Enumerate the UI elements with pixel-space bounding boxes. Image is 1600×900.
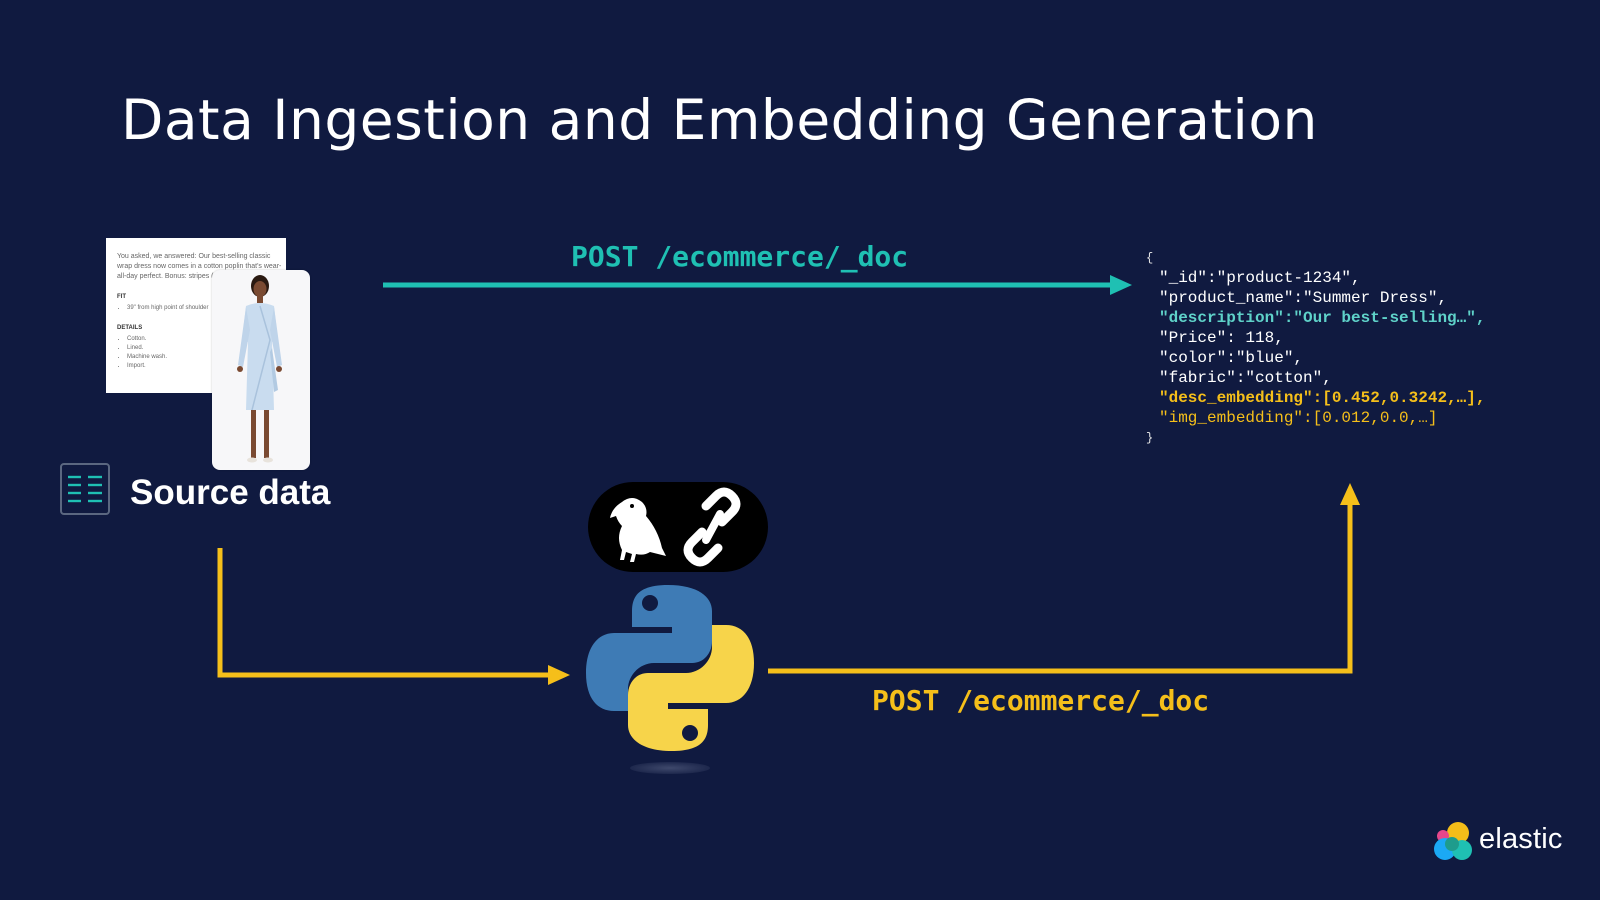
details-heading: DETAILS xyxy=(117,325,143,331)
product-description-text: You asked, we answered: Our best-selling… xyxy=(117,253,282,280)
json-close-brace: } xyxy=(1146,431,1154,445)
json-open-brace: { xyxy=(1146,251,1154,265)
json-fabric-line: "fabric":"cotton", xyxy=(1159,369,1332,387)
list-item: 39" from high point of shoulder xyxy=(127,304,274,313)
elastic-logo-icon xyxy=(1432,820,1476,864)
json-price-line: "Price": 118, xyxy=(1159,329,1284,347)
fit-heading: FIT xyxy=(117,294,126,300)
list-item: Machine wash. xyxy=(127,353,274,362)
list-item: Cotton. xyxy=(127,335,274,344)
yellow-arrow-source-to-python xyxy=(217,548,550,678)
json-name-line: "product_name":"Summer Dress", xyxy=(1159,289,1448,307)
slide-title: Data Ingestion and Embedding Generation xyxy=(121,88,1318,152)
python-logo-icon xyxy=(586,583,754,753)
list-document-icon xyxy=(60,463,110,515)
yellow-arrowhead-python xyxy=(548,665,570,685)
json-desc-embedding-line: "desc_embedding":[0.452,0.3242,…], xyxy=(1159,389,1486,407)
post-endpoint-label-bottom: POST /ecommerce/_doc xyxy=(872,684,1210,717)
teal-arrowhead xyxy=(1110,275,1132,295)
yellow-arrowhead-json xyxy=(1340,483,1360,505)
post-endpoint-label-top: POST /ecommerce/_doc xyxy=(571,240,909,273)
json-document: { "_id":"product-1234", "product_name":"… xyxy=(1146,248,1486,445)
json-img-embedding-line: "img_embedding":[0.012,0.0,…] xyxy=(1159,409,1438,427)
list-item: Lined. xyxy=(127,344,274,353)
fit-list: 39" from high point of shoulder xyxy=(117,304,274,313)
yellow-arrow-python-to-json xyxy=(768,503,1353,674)
chain-link-icon xyxy=(683,487,741,567)
parrot-icon xyxy=(610,498,666,562)
source-data-label: Source data xyxy=(130,473,331,512)
product-photo xyxy=(212,270,310,470)
json-id-line: "_id":"product-1234", xyxy=(1159,269,1361,287)
python-logo-shadow xyxy=(630,762,710,774)
list-item: Import. xyxy=(127,362,274,371)
json-color-line: "color":"blue", xyxy=(1159,349,1304,367)
json-description-line: "description":"Our best-selling…", xyxy=(1159,309,1486,327)
langchain-badge xyxy=(588,482,768,572)
details-list: Cotton. Lined. Machine wash. Import. xyxy=(117,335,274,371)
elastic-brand-name: elastic xyxy=(1479,823,1563,855)
